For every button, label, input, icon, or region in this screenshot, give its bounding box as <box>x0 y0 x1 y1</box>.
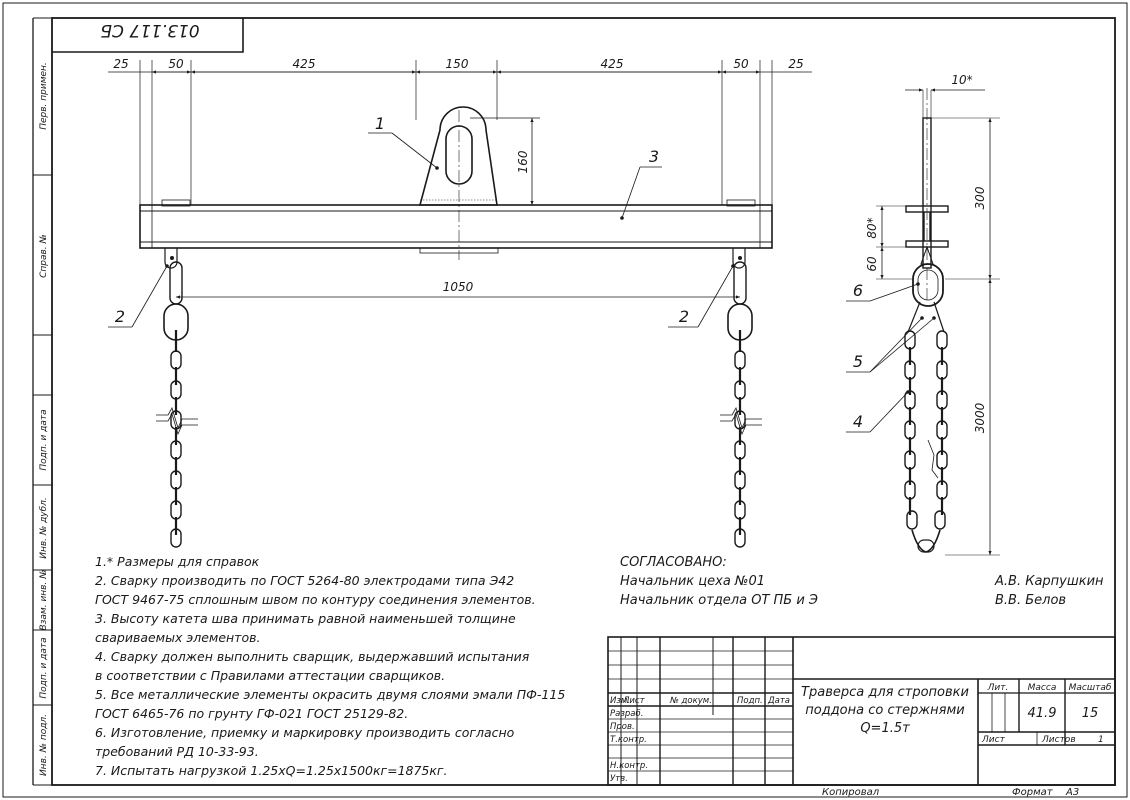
dim-25-right: 25 <box>788 57 803 71</box>
dim-25-left: 25 <box>113 57 128 71</box>
side-label-podp-data-2: Подп. и дата <box>39 637 49 698</box>
left-chain <box>156 248 198 548</box>
sheets-value: 1 <box>1098 735 1104 745</box>
drawing-title-line1: Траверса для строповки <box>801 685 969 700</box>
side-callouts: 6 5 4 <box>846 281 936 433</box>
title-block: Изм. Лист № докум. Подп. Дата Разраб. Пр… <box>607 636 1116 786</box>
row-prov: Пров. <box>610 722 635 732</box>
callout-2-left: 2 <box>115 307 125 326</box>
master-ring <box>912 245 944 307</box>
dim-50-right: 50 <box>733 57 749 71</box>
col-podp: Подп. <box>737 696 763 706</box>
approval-heading: СОГЛАСОВАНО: <box>620 555 727 570</box>
note-line: 3. Высоту катета шва принимать равной на… <box>95 611 516 626</box>
copied-label: Копировал <box>822 787 880 798</box>
top-dimension-chain: 25 50 425 150 425 50 25 <box>108 57 812 205</box>
dim-1050: 1050 <box>443 280 474 294</box>
col-doc: № докум. <box>669 696 712 706</box>
side-view: 10* 300 80* 60 3000 <box>846 73 1000 556</box>
note-line: 2. Сварку производить по ГОСТ 5264-80 эл… <box>95 573 514 588</box>
lit-label: Лит. <box>987 683 1009 693</box>
row-utv: Утв. <box>610 774 628 784</box>
footer: Копировал Формат А3 <box>822 787 1079 798</box>
dimension-1050: 1050 <box>176 280 740 299</box>
scale-label: Масштаб <box>1069 683 1112 693</box>
dim-150: 150 <box>446 57 469 71</box>
side-label-vzam-inv: Взам. инв. № <box>39 569 49 630</box>
sling-chain-right <box>911 301 948 553</box>
left-margin-strip: Перв. примен. Справ. № Подп. и дата Инв.… <box>32 17 52 786</box>
sling-chain-left <box>904 301 921 530</box>
format-label: Формат <box>1012 787 1054 798</box>
note-line: ГОСТ 9467-75 сплошным швом по контуру со… <box>95 592 536 607</box>
doc-code-box: 013.117 СБ <box>52 18 244 53</box>
lifting-eye-plate: 160 <box>418 106 540 260</box>
side-label-perv-primen: Перв. примен. <box>39 62 49 130</box>
note-line: требований РД 10-33-93. <box>95 744 259 759</box>
i-beam-section <box>905 205 949 248</box>
note-line: 7. Испытать нагрузкой 1.25xQ=1.25x1500кг… <box>95 763 447 778</box>
callout-2-right: 2 <box>679 307 689 326</box>
note-line: 6. Изготовление, приемку и маркировку пр… <box>95 725 515 740</box>
callout-6: 6 <box>853 281 863 300</box>
approval-block: СОГЛАСОВАНО: Начальник цеха №01 Начальни… <box>620 555 1104 608</box>
technical-notes: 1.* Размеры для справок 2. Сварку произв… <box>95 554 565 778</box>
sheets-label: Листов <box>1041 735 1076 745</box>
front-view: 25 50 425 150 425 50 25 <box>108 57 812 548</box>
side-label-inv-podl: Инв. № подл. <box>39 714 49 776</box>
drawing-title-line3: Q=1.5т <box>860 721 910 736</box>
dim-425-left: 425 <box>293 57 316 71</box>
right-chain <box>720 248 762 548</box>
note-line: ГОСТ 6465-76 по грунту ГФ-021 ГОСТ 25129… <box>95 706 408 721</box>
approval-name-2: В.В. Белов <box>995 593 1066 608</box>
approval-role-1: Начальник цеха №01 <box>620 574 765 589</box>
dim-160: 160 <box>516 150 530 173</box>
dim-60: 60 <box>865 256 879 272</box>
approval-name-1: А.В. Карпушкин <box>994 574 1104 589</box>
callout-5: 5 <box>853 352 863 371</box>
note-line: в соответствии с Правилами аттестации св… <box>95 668 445 683</box>
mass-value: 41.9 <box>1028 706 1057 721</box>
dim-300: 300 <box>973 186 987 209</box>
note-line: свариваемых элементов. <box>95 630 260 645</box>
drawing-title-line2: поддона со стержнями <box>805 703 964 718</box>
sheet-label: Лист <box>981 735 1006 745</box>
dim-10: 10* <box>951 73 972 87</box>
side-label-inv-dubl: Инв. № дубл. <box>39 497 49 559</box>
format-value: А3 <box>1065 787 1079 798</box>
mass-label: Масса <box>1028 683 1057 693</box>
row-tkontr: Т.контр. <box>610 735 647 745</box>
traverse-beam <box>139 199 773 254</box>
col-data: Дата <box>767 696 790 706</box>
scale-value: 15 <box>1082 706 1099 721</box>
dim-50-left: 50 <box>168 57 184 71</box>
dim-425-right: 425 <box>601 57 624 71</box>
side-label-sprav-no: Справ. № <box>39 234 49 278</box>
front-callouts: 1 3 2 2 <box>108 114 735 328</box>
dim-3000: 3000 <box>973 402 987 433</box>
col-izm: Изм. <box>610 696 630 706</box>
approval-role-2: Начальник отдела ОТ ПБ и Э <box>620 593 818 608</box>
row-nkontr: Н.контр. <box>610 761 648 771</box>
callout-4: 4 <box>853 412 863 431</box>
note-line: 5. Все металлические элементы окрасить д… <box>95 687 565 702</box>
doc-code: 013.117 СБ <box>100 20 199 40</box>
side-label-podp-data-1: Подп. и дата <box>39 409 49 470</box>
callout-1: 1 <box>375 114 385 133</box>
callout-3: 3 <box>649 147 659 166</box>
row-razrab: Разраб. <box>610 709 643 719</box>
note-line: 4. Сварку должен выполнить сварщик, выде… <box>95 649 530 664</box>
note-line: 1.* Размеры для справок <box>95 554 260 569</box>
col-list: Лист <box>622 696 646 706</box>
dim-80: 80* <box>865 217 879 238</box>
